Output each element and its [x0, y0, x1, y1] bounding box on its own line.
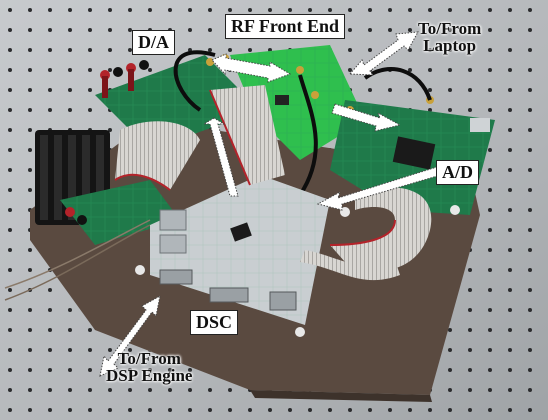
test-leads: [4, 224, 151, 301]
label-dsp-line1: To/From: [117, 349, 181, 368]
arrow-rf-ad: [331, 103, 402, 132]
label-to-from-laptop: To/From Laptop: [418, 20, 481, 54]
label-rf-front-end: RF Front End: [225, 14, 346, 39]
coax-cable: [173, 50, 216, 112]
label-dsp-line2: DSP Engine: [106, 366, 193, 385]
base-plate-shadow: [250, 390, 432, 402]
label-to-from-dsp-engine: To/From DSP Engine: [106, 350, 192, 384]
arrow-dsp: [99, 295, 161, 377]
coax-cable-3: [298, 74, 318, 197]
label-ad: A/D: [436, 160, 479, 185]
annotation-arrows: [99, 31, 445, 377]
ribbon-cable-left: [115, 121, 200, 190]
label-da: D/A: [132, 30, 175, 55]
arrow-ad-dsc: [316, 165, 445, 211]
label-laptop-line2: Laptop: [423, 36, 477, 55]
arrow-da-rf: [211, 53, 292, 83]
coax-cable-2: [363, 67, 432, 101]
label-laptop-line1: To/From: [418, 19, 482, 38]
ad-board: [330, 96, 495, 215]
ribbon-cable-right: [330, 187, 432, 271]
label-dsc: DSC: [190, 310, 239, 335]
arrow-laptop: [348, 31, 419, 76]
ribbon-cable-center: [210, 85, 285, 185]
dsc-board: [135, 175, 460, 337]
arrow-da-dsc: [202, 117, 239, 197]
ribbon-cable-bottom: [300, 250, 400, 281]
